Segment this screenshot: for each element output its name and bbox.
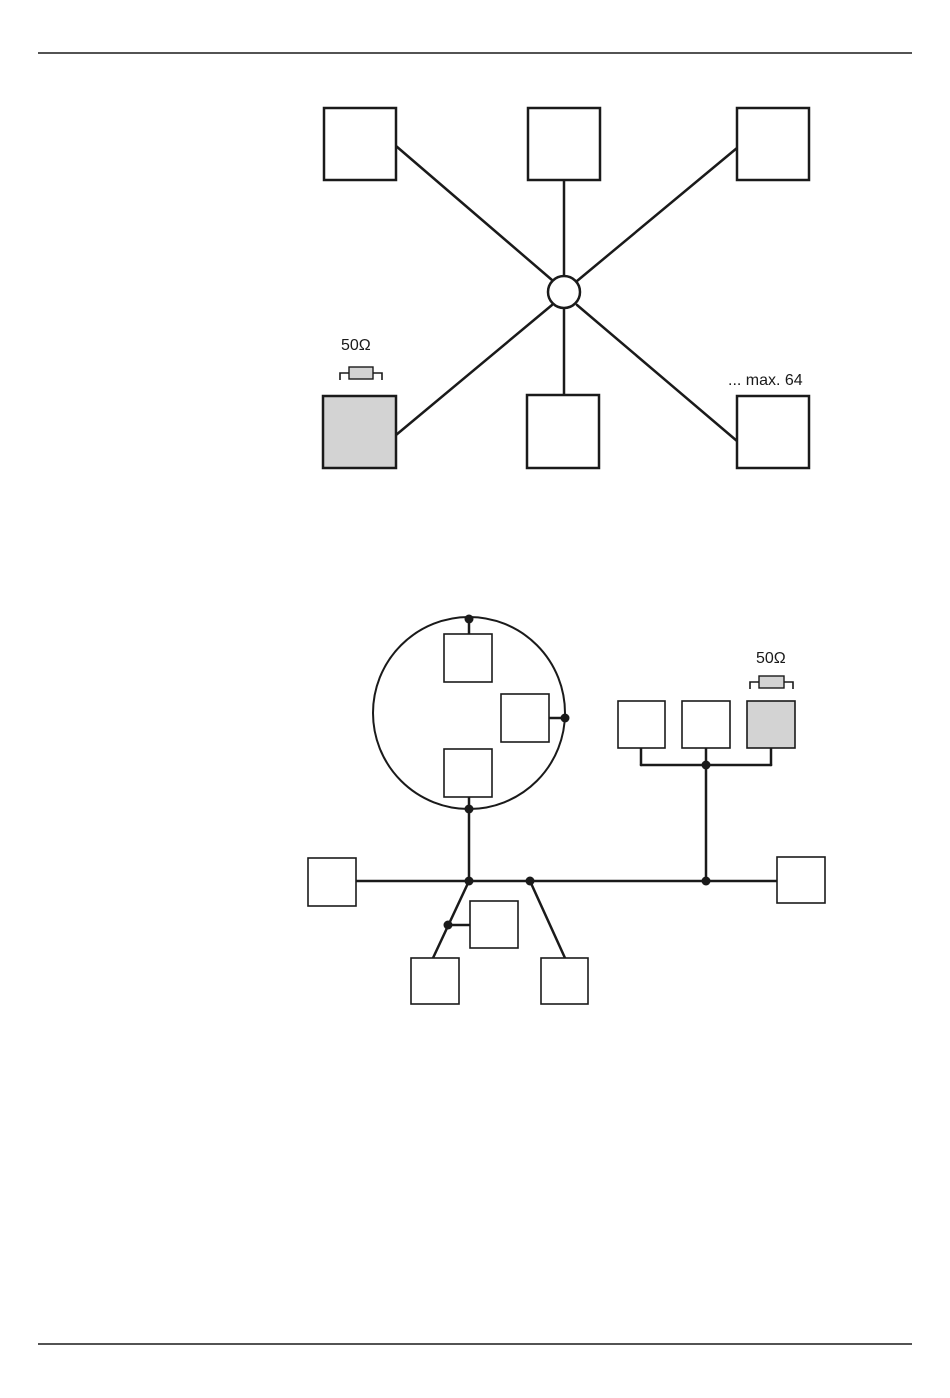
tree-resistor-label: 50Ω <box>756 650 786 667</box>
left-branch <box>433 881 469 958</box>
junction-dot <box>526 877 535 886</box>
branch-node-mid <box>470 901 518 948</box>
star-link-bottom-right <box>577 305 737 441</box>
tree-resistor-icon <box>750 676 793 689</box>
star-node-top-right <box>737 108 809 180</box>
branch-node-bottom-right <box>541 958 588 1004</box>
star-hub <box>548 276 580 308</box>
sub-node-1 <box>618 701 665 748</box>
star-node-terminated <box>323 396 396 468</box>
junction-dot <box>465 877 474 886</box>
junction-dot <box>561 714 570 723</box>
branch-node-bottom-left <box>411 958 459 1004</box>
ring-node-bottom <box>444 749 492 797</box>
star-node-bottom-center <box>527 395 599 468</box>
sub-node-2 <box>682 701 730 748</box>
junction-dot <box>465 615 474 624</box>
star-node-top-center <box>528 108 600 180</box>
star-resistor-label: 50Ω <box>341 337 371 354</box>
star-node-top-left <box>324 108 396 180</box>
star-max-label: ... max. 64 <box>728 372 803 389</box>
star-node-bottom-right <box>737 396 809 468</box>
bus-node-right <box>777 857 825 903</box>
star-resistor-icon <box>340 367 382 380</box>
ring-node-top <box>444 634 492 682</box>
junction-dot <box>702 761 711 770</box>
junction-dot <box>444 921 453 930</box>
star-topology-diagram: 50Ω ... max. 64 <box>323 108 809 468</box>
junction-dot <box>702 877 711 886</box>
sub-node-terminated <box>747 701 795 748</box>
junction-dot <box>465 805 474 814</box>
tree-topology-diagram: 50Ω <box>308 615 825 1005</box>
ring-node-right <box>501 694 549 742</box>
middle-branch <box>530 881 565 958</box>
bus-node-left <box>308 858 356 906</box>
